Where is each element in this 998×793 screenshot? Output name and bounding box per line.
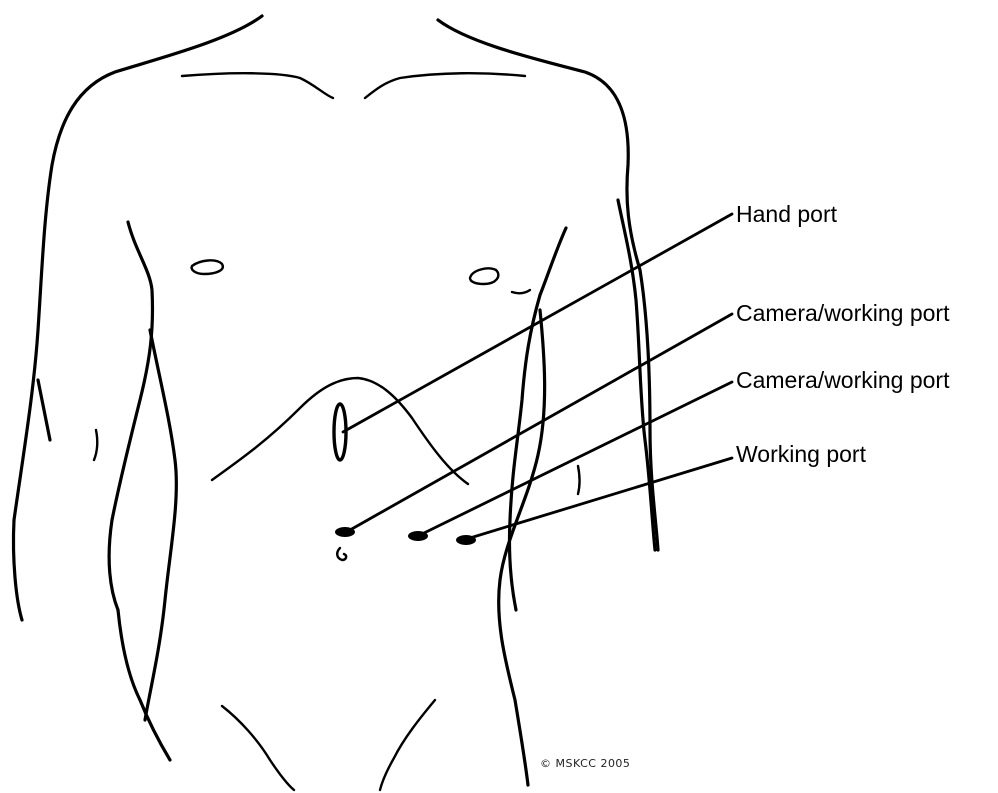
rib-cage-arch [212, 378, 468, 484]
working-port-label: Working port [736, 443, 866, 466]
left-neck-shoulder-line [14, 16, 262, 520]
camera-working-port-leader-1 [350, 314, 732, 530]
hand-port-leader [343, 214, 732, 432]
left-nipple [192, 260, 223, 274]
hand-port-label: Hand port [736, 203, 837, 226]
left-collarbone [182, 73, 333, 98]
navel [337, 548, 346, 560]
right-chest-mark [512, 290, 530, 293]
working-port-leader [470, 458, 732, 538]
left-arm-inner [38, 380, 50, 440]
left-lower-torso [145, 330, 176, 720]
left-ab-mark [94, 430, 97, 460]
torso-outline [13, 16, 658, 790]
camera-working-port-label-1: Camera/working port [736, 302, 949, 325]
right-torso-side [509, 228, 566, 610]
left-groin-line [222, 706, 294, 790]
camera-working-port-leader-2 [422, 382, 732, 534]
right-lower-torso [499, 310, 545, 785]
right-nipple [470, 268, 498, 284]
leader-lines [343, 214, 732, 538]
left-arm-outer [13, 520, 22, 620]
camera-working-port-label-2: Camera/working port [736, 369, 949, 392]
right-groin-line [380, 700, 435, 790]
left-torso-side [109, 222, 152, 610]
right-collarbone [365, 73, 525, 98]
copyright-notice: © MSKCC 2005 [540, 757, 630, 770]
right-neck-shoulder-line [438, 20, 658, 550]
right-ab-mark [578, 466, 580, 494]
